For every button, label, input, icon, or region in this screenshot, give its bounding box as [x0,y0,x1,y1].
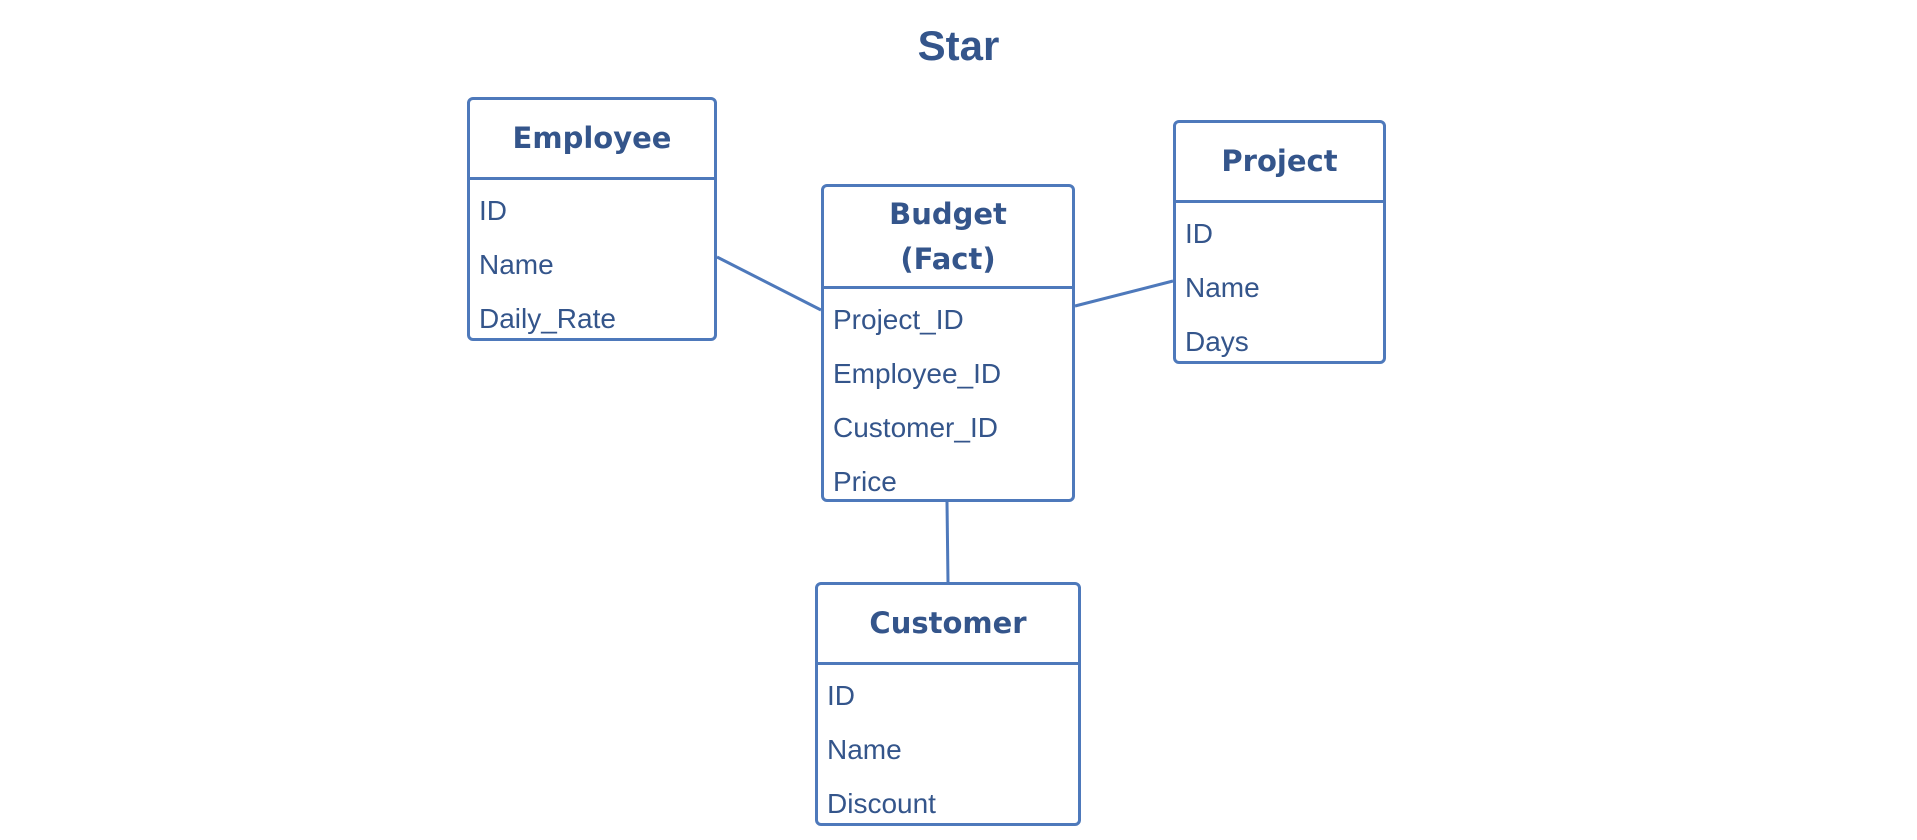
entity-project-fields: ID Name Days [1176,203,1383,369]
entity-customer-header: Customer [818,585,1078,665]
field-employee-id: ID [479,195,507,226]
entity-project-name: Project [1221,144,1338,178]
field-customer-name: Name [827,734,902,765]
field-budget-price: Price [833,466,897,497]
field-customer-discount: Discount [827,788,936,819]
entity-budget-subtitle: (Fact) [900,241,996,276]
field-budget-customer-id: Customer_ID [833,412,998,443]
entity-customer-name: Customer [869,606,1027,640]
entity-budget-fields: Project_ID Employee_ID Customer_ID Price [824,289,1072,509]
entity-employee-header: Employee [470,100,714,180]
entity-budget-name: Budget [889,196,1007,231]
entity-customer-fields: ID Name Discount [818,665,1078,831]
field-project-id: ID [1185,218,1213,249]
connector-employee-budget [716,255,822,312]
field-budget-project-id: Project_ID [833,304,964,335]
entity-employee-name: Employee [512,121,672,155]
entity-budget-fact[interactable]: Budget (Fact) Project_ID Employee_ID Cus… [821,184,1075,502]
diagram-title: Star [917,22,1000,69]
field-budget-employee-id: Employee_ID [833,358,1002,389]
field-customer-id: ID [827,680,855,711]
field-project-days: Days [1185,326,1249,357]
entity-budget-header: Budget (Fact) [824,187,1072,289]
field-project-name: Name [1185,272,1260,303]
field-employee-daily-rate: Daily_Rate [479,303,616,334]
entity-employee[interactable]: Employee ID Name Daily_Rate [467,97,717,341]
entity-employee-fields: ID Name Daily_Rate [470,180,714,346]
connector-project-budget [1074,279,1174,308]
entity-customer[interactable]: Customer ID Name Discount [815,582,1081,826]
entity-project[interactable]: Project ID Name Days [1173,120,1386,364]
connector-customer-budget [945,501,950,583]
entity-project-header: Project [1176,123,1383,203]
field-employee-name: Name [479,249,554,280]
